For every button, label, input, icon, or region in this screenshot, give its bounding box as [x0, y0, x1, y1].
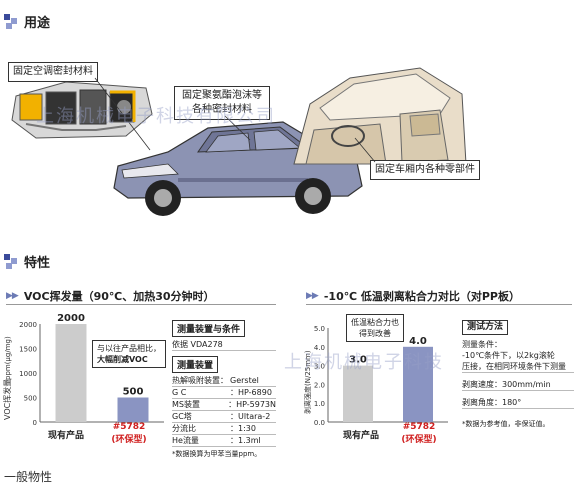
- peel-bar: [403, 346, 433, 422]
- peel-note-line2: 得到改善: [359, 329, 391, 338]
- peel-cat1-label: 现有产品: [343, 431, 380, 441]
- usage-title: 用途: [24, 16, 51, 31]
- peel-spec-box: 测试方法 测量条件： -10℃条件下，以2kg滚轮 压接，在相同环境条件下测量 …: [462, 320, 574, 430]
- peel-bar-chart: 剥离强度(N/25mm) 0.0 1.0 2.0 3.0 4.0 5.0 3.0 4.0: [303, 325, 448, 427]
- voc-spec-row: 分流比 ：1:30: [172, 423, 276, 435]
- voc-chart-title-row: ▶▶ VOC挥发量（90℃、加热30分钟时）: [6, 288, 215, 304]
- peel-bar-value-label: 3.0: [349, 355, 367, 366]
- voc-spec-row: 热解吸附装置：Gerstel: [172, 375, 276, 387]
- voc-spec-value: ：1.3ml: [230, 436, 261, 445]
- foam-callout-line1: 固定聚氨酯泡沫等: [182, 90, 262, 101]
- voc-y-tick-label: 2000: [19, 321, 37, 329]
- voc-y-tick-label: 1500: [19, 346, 37, 354]
- peel-y-tick-label: 3.0: [314, 363, 325, 371]
- voc-spec-value: Gerstel: [230, 376, 259, 385]
- peel-bar: [343, 365, 373, 422]
- peel-title-rule: [306, 304, 572, 305]
- callout-leader-lines: [94, 77, 376, 163]
- voc-spec-value: ：HP-5973N: [228, 400, 276, 409]
- voc-spec-key: G C: [172, 388, 187, 397]
- peel-cat2-line2: (环保型): [401, 435, 437, 445]
- voc-title-rule: [6, 304, 276, 305]
- voc-cat1-label: 现有产品: [48, 431, 85, 441]
- voc-cat2-line1: #5782: [112, 422, 146, 432]
- voc-spec-basis: 依据 VDA278: [172, 339, 276, 351]
- voc-spec-value: ：Ultara-2: [230, 412, 271, 421]
- double-chevron-icon: ▶▶: [6, 291, 19, 301]
- peel-cat2-line1: #5782: [402, 422, 436, 432]
- voc-bar-value-label: 2000: [57, 313, 85, 324]
- voc-y-tick-label: 500: [24, 395, 37, 403]
- voc-spec-head1: 测量装置与条件: [172, 320, 246, 337]
- peel-chart-title: -10℃ 低温剥离粘合力对比（对PP板）: [323, 290, 520, 303]
- voc-footnote: *数据换算为甲苯当量ppm。: [172, 450, 262, 458]
- peel-note-line1: 低温粘合力也: [351, 318, 399, 327]
- voc-note-line2: 大幅削减VOC: [97, 355, 148, 364]
- peel-speed: 剥离速度：300mm/min: [462, 379, 574, 391]
- voc-bar-value-label: 500: [123, 387, 144, 398]
- voc-yunit: ppm(μg/mg): [4, 336, 12, 380]
- voc-spec-row: MS装置 ：HP-5973N: [172, 399, 276, 411]
- aircon-unit-illustration: [11, 81, 153, 139]
- voc-spec-value: ：HP-6890: [230, 388, 272, 397]
- voc-note-line1: 与以往产品相比，: [97, 344, 161, 353]
- voc-chart-title: VOC挥发量（90℃、加热30分钟时）: [23, 290, 215, 303]
- voc-cat2-label: #5782 (环保型): [108, 422, 150, 445]
- voc-spec-key: GC塔: [172, 412, 192, 421]
- voc-ylabel: VOC挥发量: [2, 379, 12, 420]
- square-bullet-icon: [4, 13, 20, 30]
- voc-bar: [55, 324, 87, 422]
- peel-cond-line3: 压接，在相同环境条件下测量: [462, 361, 574, 373]
- foam-callout: 固定聚氨酯泡沫等 各种密封材料: [174, 86, 270, 120]
- voc-spec-basis-text: 依据 VDA278: [172, 340, 223, 349]
- voc-spec-head2: 测量装置: [172, 356, 219, 373]
- double-chevron-icon: ▶▶: [306, 291, 319, 301]
- peel-chart-title-row: ▶▶ -10℃ 低温剥离粘合力对比（对PP板）: [306, 288, 520, 304]
- general-properties-title: 一般物性: [4, 470, 53, 484]
- peel-y-tick-label: 5.0: [314, 325, 325, 333]
- voc-cat2-line2: (环保型): [111, 435, 147, 445]
- peel-bar-value-label: 4.0: [409, 336, 427, 347]
- peel-ylabel: 剥离强度(N/25mm): [303, 350, 312, 414]
- voc-spec-row: GC塔 ：Ultara-2: [172, 411, 276, 423]
- voc-bar-chart: VOC挥发量 ppm(μg/mg) 0 500 1000 1500 2000 2000 50…: [2, 313, 164, 427]
- peel-y-tick-label: 1.0: [314, 400, 325, 408]
- usage-section-header: 用途: [4, 12, 50, 31]
- peel-angle: 剥离角度：180°: [462, 397, 574, 409]
- peel-footnote: *数据为参考值，非保证值。: [462, 420, 550, 428]
- voc-note-callout: 与以往产品相比， 大幅削减VOC: [92, 340, 166, 368]
- peel-spec-head: 测试方法: [462, 320, 509, 335]
- peel-cat2-label: #5782 (环保型): [398, 422, 440, 445]
- features-title: 特性: [24, 256, 51, 271]
- foam-callout-line2: 各种密封材料: [192, 104, 252, 115]
- aircon-callout: 固定空调密封材料: [8, 62, 98, 82]
- peel-y-tick-label: 0.0: [314, 419, 325, 427]
- voc-spec-key: He流量: [172, 436, 199, 445]
- peel-cond-line2: -10℃条件下，以2kg滚轮: [462, 351, 555, 360]
- voc-spec-row: G C ：HP-6890: [172, 387, 276, 399]
- voc-bar: [117, 397, 149, 422]
- features-section-header: 特性: [4, 252, 50, 271]
- voc-spec-key: 热解吸附装置：: [172, 376, 228, 385]
- voc-spec-key: MS装置: [172, 400, 200, 409]
- car-interior-illustration: [293, 67, 467, 165]
- peel-y-tick-label: 4.0: [314, 344, 325, 352]
- peel-cond-line1: 测量条件：: [462, 340, 502, 349]
- voc-spec-key: 分流比: [172, 424, 196, 433]
- peel-note-callout: 低温粘合力也 得到改善: [346, 314, 404, 342]
- voc-y-tick-label: 1000: [19, 370, 37, 378]
- voc-y-tick-label: 0: [33, 419, 37, 427]
- voc-spec-value: ：1:30: [230, 424, 256, 433]
- voc-spec-row: He流量 ：1.3ml: [172, 435, 276, 447]
- peel-y-tick-label: 2.0: [314, 381, 325, 389]
- cabin-callout: 固定车厢内各种零部件: [370, 160, 480, 180]
- square-bullet-icon: [4, 253, 20, 270]
